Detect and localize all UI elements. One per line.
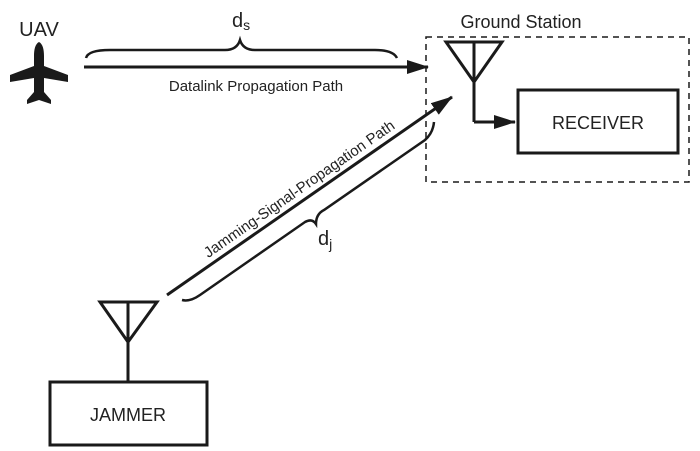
ground-station-label: Ground Station: [460, 12, 581, 32]
airplane-icon: [10, 42, 68, 104]
jamming-path-label: Jamming-Signal-Propagation Path: [201, 117, 398, 261]
datalink-distance-brace: [84, 35, 399, 59]
jamming-distance-brace: [181, 121, 436, 302]
jammer-label: JAMMER: [90, 405, 166, 425]
uav-label: UAV: [19, 19, 59, 41]
receiver-label: RECEIVER: [552, 113, 644, 133]
datalink-path-label: Datalink Propagation Path: [169, 78, 343, 95]
receiver-box: [516, 88, 680, 155]
jammer-antenna-icon: [97, 300, 160, 382]
datalink-distance-label: ds: [232, 10, 250, 33]
jamming-distance-label: dj: [318, 228, 332, 252]
ground-station-boundary: [425, 36, 690, 183]
ground-station-antenna-icon: [443, 40, 505, 122]
jammer-box: [48, 380, 209, 447]
jamming-arrow: [166, 95, 453, 297]
